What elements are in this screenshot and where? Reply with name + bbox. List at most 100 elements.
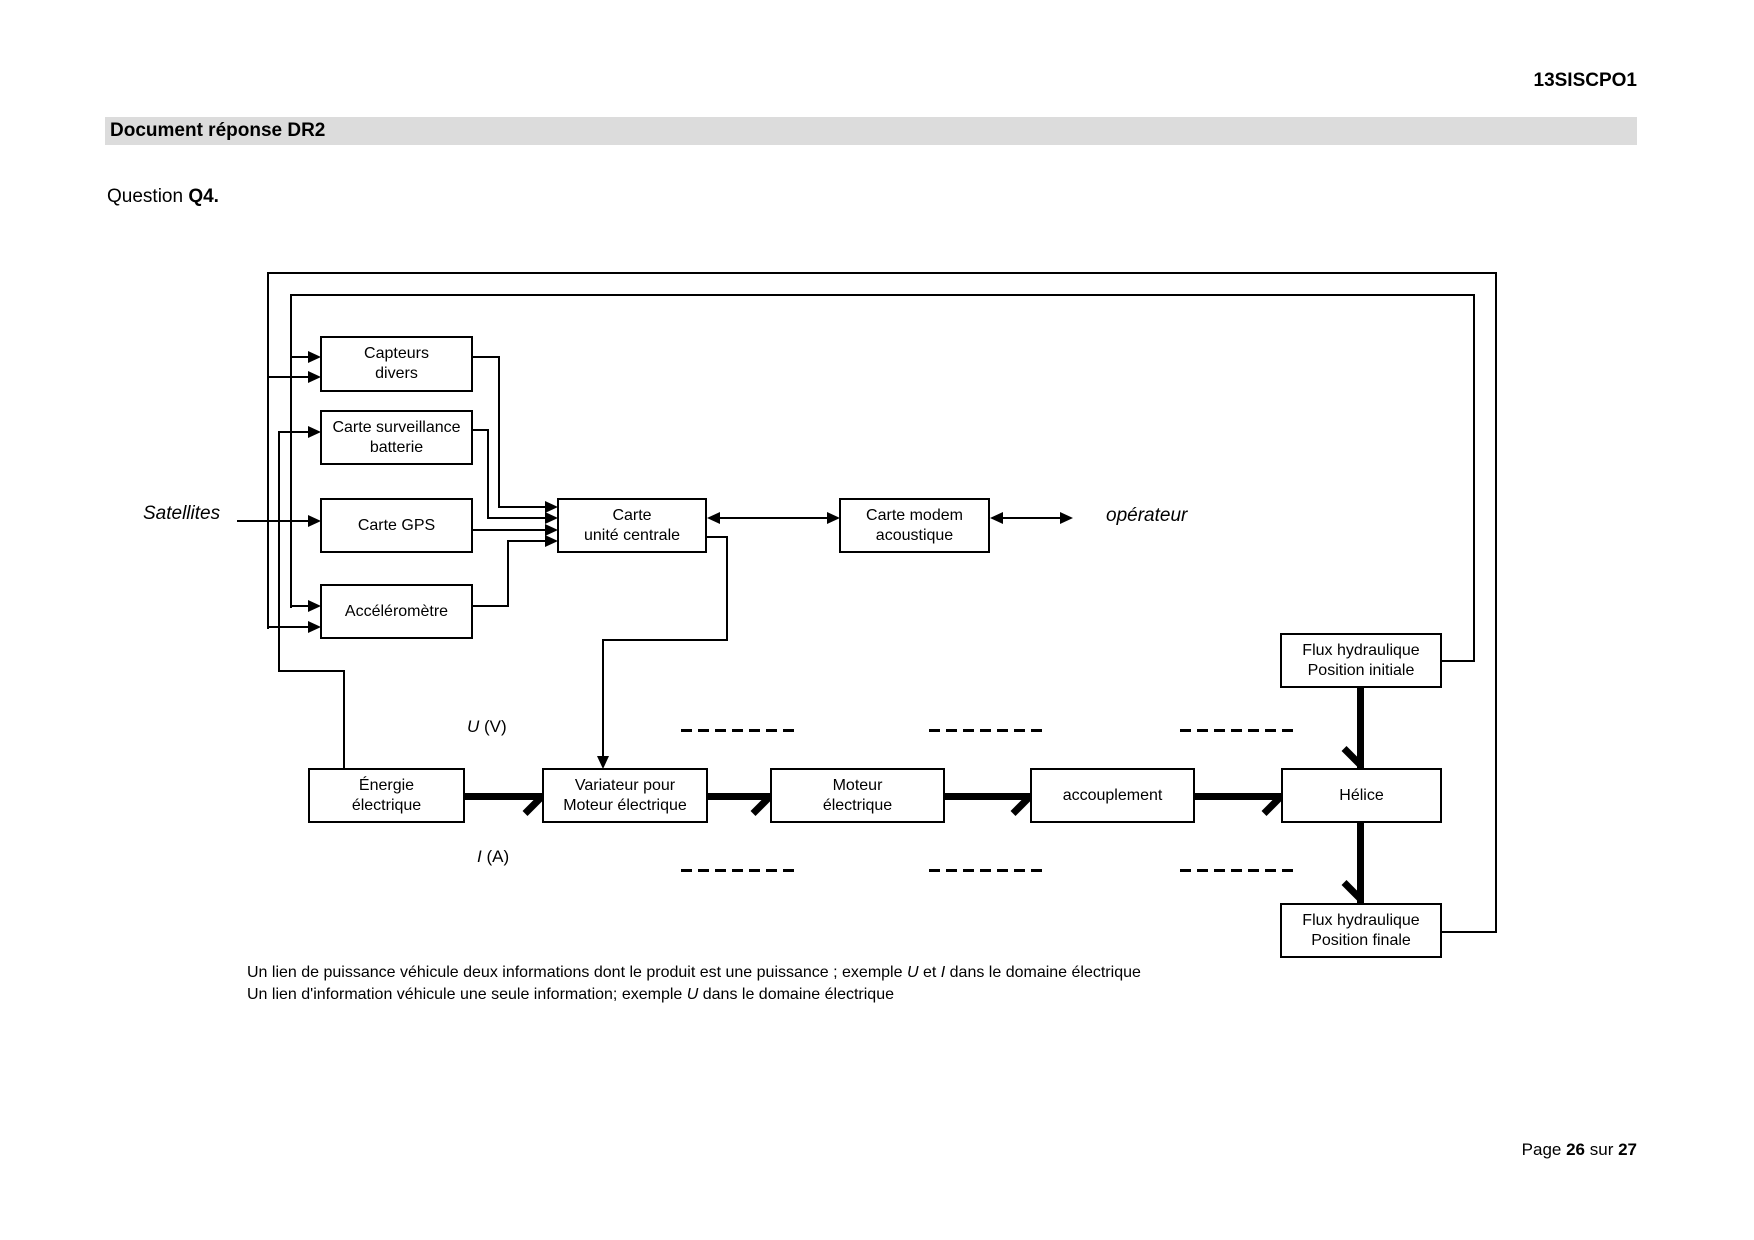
answer-blank-bottom-2[interactable]	[929, 869, 1045, 872]
arrowhead-uc-input-1	[545, 501, 558, 513]
wire-capteurs-out-v	[498, 356, 500, 508]
answer-blank-bottom-1[interactable]	[681, 869, 797, 872]
arrowhead-capteurs-input-2	[308, 371, 321, 383]
wire-energie-riser-vertical	[278, 431, 280, 672]
wire-uc-modem	[719, 517, 827, 519]
box-label: Flux hydraulique	[1302, 641, 1420, 659]
box-carte-modem-acoustique: Carte modem acoustique	[839, 498, 990, 553]
footer-text: sur	[1585, 1140, 1619, 1159]
box-label: Hélice	[1339, 786, 1384, 804]
wire-energie-riser-horizontal	[278, 670, 345, 672]
box-label: accouplement	[1062, 786, 1163, 804]
answer-blank-top-3[interactable]	[1180, 729, 1296, 732]
wire-uc-out-h1	[707, 536, 728, 538]
wire-accelerometre-out-h	[473, 605, 509, 607]
power-link-variateur-moteur	[708, 793, 770, 800]
arrowhead-uc-input-3	[545, 524, 558, 536]
answer-blank-top-2[interactable]	[929, 729, 1045, 732]
arrowhead-into-uc	[707, 512, 720, 524]
operateur-label: opérateur	[1106, 505, 1188, 526]
box-label: batterie	[369, 438, 424, 456]
current-label: I (A)	[477, 847, 509, 867]
outer-feedback-right-line	[1495, 272, 1497, 933]
wire-capteurs-input-2	[267, 376, 308, 378]
legend-text: Un lien de puissance véhicule deux infor…	[247, 964, 907, 981]
box-label: Énergie	[358, 776, 415, 794]
wire-accelerometre-input-2	[267, 626, 308, 628]
box-label: Flux hydraulique	[1302, 911, 1420, 929]
wire-uc-out-h2	[602, 639, 728, 641]
legend-text: dans le domaine électrique	[945, 964, 1141, 981]
legend-line-1: Un lien de puissance véhicule deux infor…	[247, 962, 1141, 984]
box-energie-electrique: Énergie électrique	[308, 768, 465, 823]
arrowhead-toward-operateur	[1060, 512, 1073, 524]
arrowhead-uc-input-4	[545, 535, 558, 547]
box-label: Capteurs	[364, 345, 429, 362]
inner-feedback-flux-initiale-connector	[1442, 660, 1475, 662]
legend-text: Un lien d'information véhicule une seule…	[247, 986, 687, 1003]
wire-capteurs-to-uc	[498, 506, 545, 508]
box-flux-hydraulique-position-initiale: Flux hydraulique Position initiale	[1280, 633, 1442, 688]
power-link-helice-flux-finale	[1357, 823, 1364, 903]
legend-var-u: U	[686, 986, 699, 1003]
box-carte-gps: Carte GPS	[320, 498, 473, 553]
box-label: Carte GPS	[357, 516, 436, 534]
arrowhead-capteurs-input-1	[308, 351, 321, 363]
arrowhead-gps-input	[308, 515, 321, 527]
wire-accelerometre-to-uc	[507, 540, 545, 542]
answer-blank-top-1[interactable]	[681, 729, 797, 732]
arrowhead-accelerometre-input-2	[308, 621, 321, 633]
arrowhead-into-modem-right	[990, 512, 1003, 524]
box-label: Carte	[612, 506, 652, 524]
box-label: Moteur	[832, 776, 883, 794]
power-link-flux-initiale-helice	[1357, 688, 1364, 769]
box-label: unité centrale	[583, 526, 681, 544]
wire-capteurs-out-h	[473, 356, 500, 358]
answer-blank-bottom-3[interactable]	[1180, 869, 1296, 872]
current-symbol: I	[477, 847, 482, 866]
wire-accelerometre-out-v	[507, 541, 509, 607]
outer-feedback-top-line	[267, 272, 1497, 274]
power-link-accouplement-helice	[1195, 793, 1281, 800]
box-flux-hydraulique-position-finale: Flux hydraulique Position finale	[1280, 903, 1442, 958]
wire-surveillance-input	[278, 431, 308, 433]
box-carte-unite-centrale: Carte unité centrale	[557, 498, 707, 553]
arrowhead-surveillance-input	[308, 426, 321, 438]
arrowhead-accelerometre-input-1	[308, 600, 321, 612]
legend-var-i: I	[940, 964, 946, 981]
question-number: Q4.	[188, 186, 219, 207]
box-capteurs-divers: Capteurs divers	[320, 336, 473, 392]
legend-text: dans le domaine électrique	[698, 986, 894, 1003]
wire-energie-riser-drop	[343, 670, 345, 769]
box-accouplement: accouplement	[1030, 768, 1195, 823]
legend-var-u: U	[906, 964, 919, 981]
legend-text: et	[918, 964, 941, 981]
voltage-unit: (V)	[479, 717, 507, 736]
wire-accelerometre-input-1	[290, 605, 308, 607]
arrowhead-uc-input-2	[545, 512, 558, 524]
outer-feedback-flux-finale-connector	[1442, 931, 1497, 933]
wire-uc-out-v2	[602, 639, 604, 757]
wire-modem-operateur	[1002, 517, 1060, 519]
wire-surveillance-out-h	[473, 429, 489, 431]
box-label: acoustique	[875, 526, 954, 544]
box-carte-surveillance-batterie: Carte surveillance batterie	[320, 410, 473, 465]
box-label: électrique	[822, 796, 893, 814]
document-code: 13SISCPO1	[1533, 70, 1638, 91]
question-prefix: Question	[107, 186, 189, 207]
box-label: électrique	[351, 796, 422, 814]
footer-total-pages: 27	[1618, 1140, 1637, 1159]
page-number: Page 26 sur 27	[1400, 1140, 1637, 1160]
box-variateur: Variateur pour Moteur électrique	[542, 768, 708, 823]
banner-title: Document réponse DR2	[110, 120, 326, 141]
legend-notes: Un lien de puissance véhicule deux infor…	[247, 962, 1141, 1006]
box-label: Variateur pour	[574, 776, 676, 794]
box-label: Carte modem	[866, 506, 963, 524]
box-label: Carte surveillance	[332, 418, 461, 436]
box-label: Moteur électrique	[563, 796, 687, 814]
power-link-moteur-accouplement	[945, 793, 1030, 800]
inner-feedback-left-line	[290, 294, 292, 608]
box-accelerometre: Accéléromètre	[320, 584, 473, 639]
wire-uc-out-v1	[726, 536, 728, 641]
